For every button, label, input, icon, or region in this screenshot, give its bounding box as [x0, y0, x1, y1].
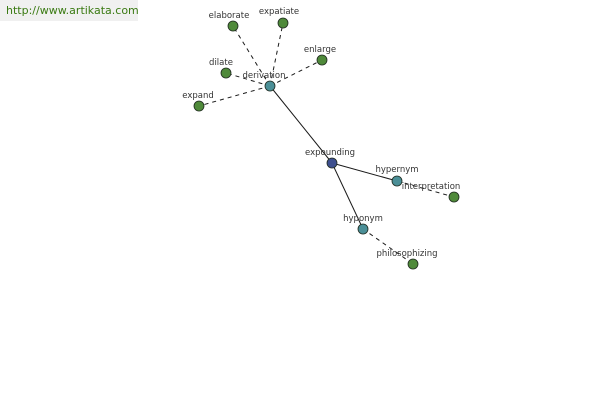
node-dilate[interactable]: [220, 67, 232, 79]
node-label-dilate[interactable]: dilate: [209, 58, 233, 68]
labels-layer: expounding derivation hypernym hyponym elabo…: [182, 7, 460, 259]
node-hyponym[interactable]: [357, 223, 369, 235]
node-label-expatiate[interactable]: expatiate: [259, 7, 299, 17]
node-label-derivation[interactable]: derivation: [242, 71, 285, 81]
edge-expounding-hyponym: [331, 162, 364, 230]
edge-hypernym-interpretation: [396, 180, 455, 198]
watermark-url: http://www.artikata.com: [0, 0, 139, 21]
node-expatiate[interactable]: [277, 17, 289, 29]
node-interpretation[interactable]: [448, 191, 460, 203]
node-philosophizing[interactable]: [407, 258, 419, 270]
node-derivation[interactable]: [264, 80, 276, 92]
node-hypernym[interactable]: [391, 175, 403, 187]
node-label-elaborate[interactable]: elaborate: [209, 11, 250, 21]
edge-expounding-derivation: [269, 85, 333, 164]
nodes-layer: [193, 17, 460, 270]
node-label-philosophizing[interactable]: philosophizing: [376, 249, 437, 259]
node-label-expounding[interactable]: expounding: [305, 148, 355, 158]
node-label-enlarge[interactable]: enlarge: [304, 45, 336, 55]
node-label-hyponym[interactable]: hyponym: [343, 214, 383, 224]
node-label-expand[interactable]: expand: [182, 91, 214, 101]
edges-layer: [198, 22, 455, 265]
node-elaborate[interactable]: [227, 20, 239, 32]
edge-derivation-enlarge: [269, 59, 323, 87]
node-label-interpretation[interactable]: interpretation: [402, 182, 461, 192]
edge-derivation-elaborate: [232, 25, 271, 87]
node-expand[interactable]: [193, 100, 205, 112]
edge-expounding-hypernym: [331, 162, 398, 182]
node-expounding[interactable]: [326, 157, 338, 169]
edge-derivation-expatiate: [269, 22, 284, 87]
node-label-hypernym[interactable]: hypernym: [375, 165, 418, 175]
edge-hyponym-philosophizing: [362, 228, 414, 265]
node-enlarge[interactable]: [316, 54, 328, 66]
